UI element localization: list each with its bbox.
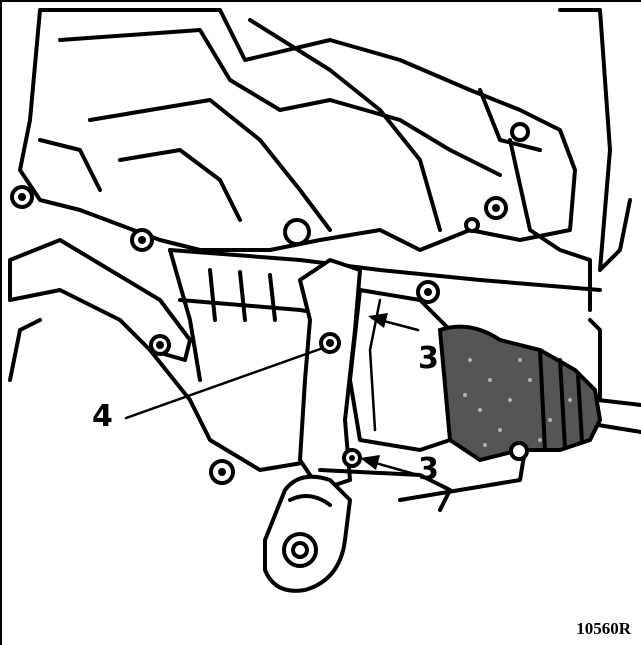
leader-line-4: [124, 346, 325, 420]
gearbox-housing: [18, 8, 577, 252]
mount-bracket: [298, 258, 362, 492]
figure-reference-number: 10560R: [576, 619, 631, 638]
callout-4: 4: [92, 399, 113, 434]
driveshaft-boot: [437, 324, 603, 463]
left-arm: [8, 238, 192, 362]
callout-3-lower: 3: [418, 452, 439, 487]
callout-3-upper: 3: [418, 341, 439, 376]
